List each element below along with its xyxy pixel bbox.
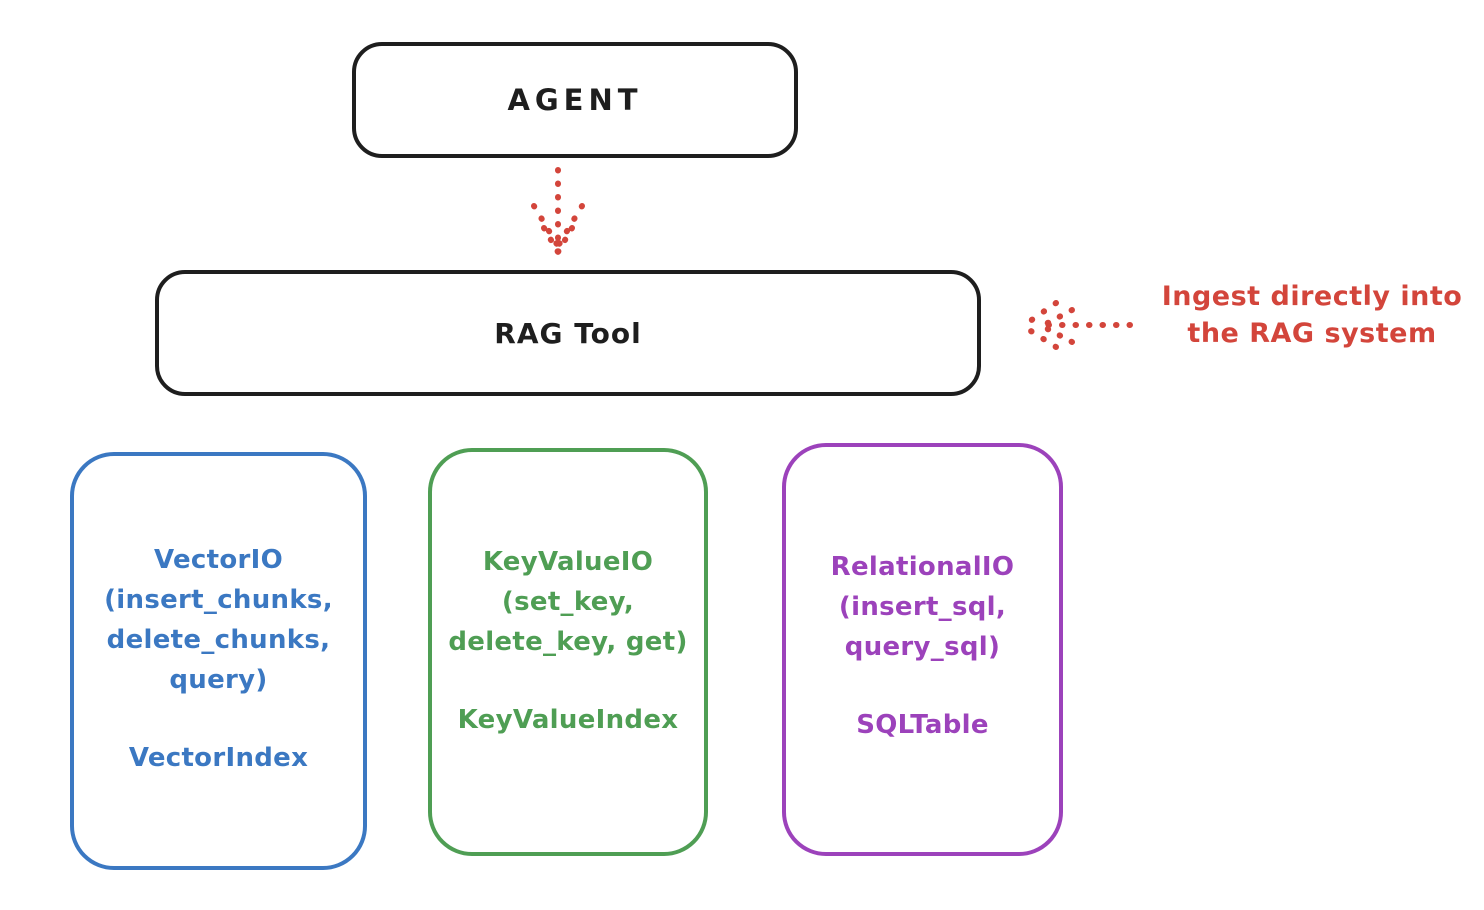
vector-io-method-line: query) — [169, 665, 268, 695]
keyvalue-io-method-line: (set_key, — [501, 587, 635, 617]
relational-io-node: RelationalIO (insert_sql, query_sql) SQL… — [782, 443, 1063, 856]
keyvalue-io-method-line: delete_key, get) — [448, 627, 688, 657]
keyvalue-io-node: KeyValueIO (set_key, delete_key, get) Ke… — [428, 448, 708, 856]
vector-io-method-line: delete_chunks, — [106, 625, 331, 655]
vector-io-method-line: (insert_chunks, — [104, 585, 333, 615]
rag-tool-label: RAG Tool — [494, 316, 642, 350]
annotation-to-rag-dotted-arrow — [1020, 300, 1133, 350]
ingest-annotation: Ingest directly into the RAG system — [1140, 278, 1484, 352]
vector-io-node: VectorIO (insert_chunks, delete_chunks, … — [70, 452, 367, 870]
vector-index-label: VectorIndex — [128, 743, 309, 773]
vector-io-title: VectorIO — [153, 545, 284, 575]
relational-io-title: RelationalIO — [830, 552, 1015, 582]
ingest-annotation-line1: Ingest directly into — [1161, 281, 1463, 312]
relational-io-method-line: (insert_sql, — [838, 592, 1007, 622]
keyvalue-io-title: KeyValueIO — [482, 547, 654, 577]
keyvalue-index-label: KeyValueIndex — [457, 705, 679, 735]
agent-node: AGENT — [352, 42, 798, 158]
sql-table-label: SQLTable — [856, 710, 989, 740]
ingest-annotation-line2: the RAG system — [1187, 318, 1437, 349]
rag-tool-node: RAG Tool — [155, 270, 981, 396]
agent-label: AGENT — [507, 83, 643, 117]
agent-to-rag-dotted-arrow — [531, 167, 585, 255]
relational-io-method-line: query_sql) — [844, 632, 1001, 662]
